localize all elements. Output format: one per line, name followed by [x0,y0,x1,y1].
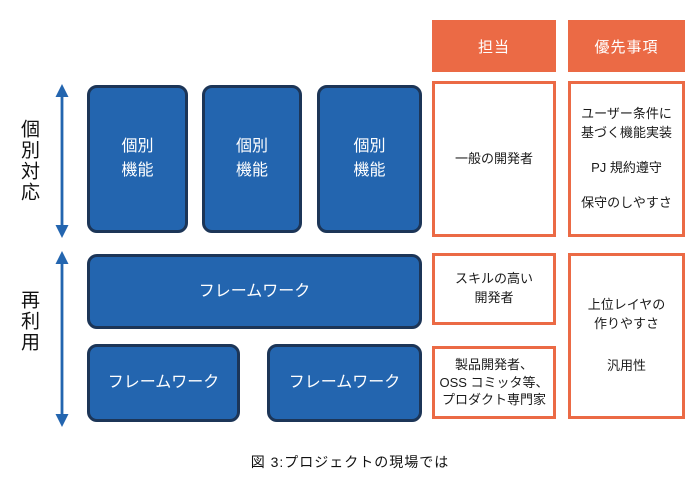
cell-yusen-row2: 上位レイヤの 作りやすさ 汎用性 [568,253,685,419]
box-label: 個別 [235,138,268,155]
box-label: フレームワーク [198,282,311,300]
box-label: フレームワーク [288,374,401,391]
double-arrow-icon [55,251,69,427]
cell-text: 開発者 [474,290,514,305]
box-label: 機能 [353,162,386,179]
cell-tanto-row1: 一般の開発者 [432,81,556,237]
box-kobetsu-kino-3: 個別 機能 [317,85,422,233]
box-label: 機能 [121,162,154,179]
cell-yusen-row1: ユーザー条件に 基づく機能実装 PJ 規約遵守 保守のしやすさ [568,81,685,237]
box-framework-right: フレームワーク [267,344,422,422]
cell-text: 一般の開発者 [454,150,533,166]
cell-text: 基づく機能実装 [580,125,672,141]
box-label: 個別 [121,138,154,155]
cell-text: ユーザー条件に [581,106,672,122]
cell-text-group: 上位レイヤの 作りやすさ [588,296,666,334]
cell-text: 上位レイヤの [587,296,666,312]
box-framework-left: フレームワーク [87,344,240,422]
box-kobetsu-kino-1: 個別 機能 [87,85,188,233]
cell-text: 汎用性 [606,358,646,374]
cell-text: 製品開発者、 [454,357,533,373]
cell-text: スキルの高い [454,271,533,287]
cell-text: 保守のしやすさ [581,194,672,210]
box-kobetsu-kino-2: 個別 機能 [202,85,302,233]
figure-caption: 図 3:プロジェクトの現場では [250,454,450,470]
cell-text: PJ 規約遵守 [591,160,662,175]
cell-text: 作りやすさ [593,315,659,331]
cell-text-group: ユーザー条件に 基づく機能実装 [581,105,672,143]
axis-label-kobetsu-taiou: 個別対応 [18,119,39,203]
cell-text: OSS コミッタ等、 [439,374,549,390]
column-header-tanto: 担当 [432,20,556,72]
cell-text: プロダクト専門家 [441,392,546,408]
box-framework-wide: フレームワーク [87,254,422,329]
axis-label-sairiyo: 再利用 [18,290,39,353]
box-label: フレームワーク [107,374,220,391]
double-arrow-icon [55,84,69,238]
column-header-yusen: 優先事項 [568,20,685,72]
cell-tanto-row2: スキルの高い 開発者 [432,253,556,325]
cell-tanto-row3: 製品開発者、 OSS コミッタ等、 プロダクト専門家 [432,346,556,419]
box-label: 機能 [235,162,268,179]
box-label: 個別 [353,138,386,155]
